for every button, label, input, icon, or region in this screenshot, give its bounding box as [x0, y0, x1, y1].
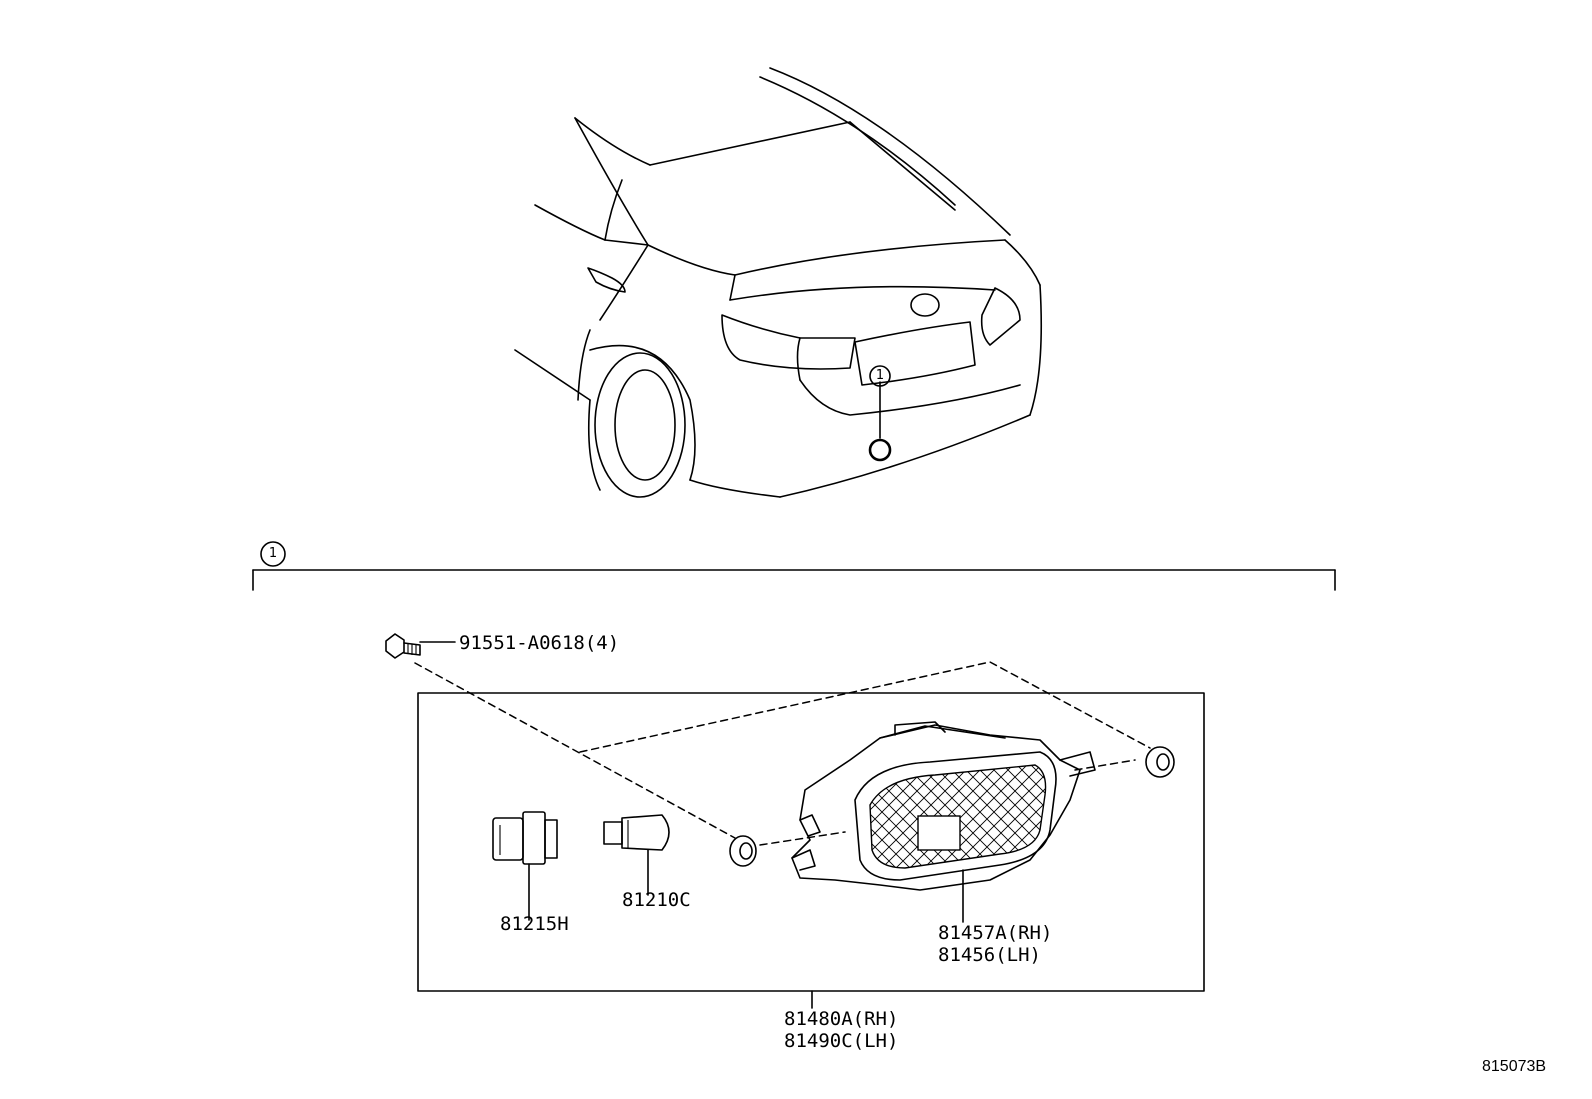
car-rear-view [514, 67, 1043, 498]
dashed-install-lines [414, 661, 1151, 846]
grommet-icon [729, 746, 1175, 867]
callout-number-1-car: 1 [875, 368, 885, 383]
part-label-bolt: 91551-A0618(4) [459, 632, 620, 654]
socket-icon [492, 811, 558, 921]
reflector-lamp-icon [791, 721, 1096, 923]
part-label-lens-rh: 81457A(RH) [938, 922, 1053, 944]
part-label-bulb: 81210C [622, 889, 691, 911]
bolt-icon [385, 633, 456, 659]
part-label-lens-lh: 81456(LH) [938, 944, 1041, 966]
part-label-assy-lh: 81490C(LH) [784, 1030, 899, 1052]
bulb-icon [603, 814, 670, 896]
assembly-box [417, 692, 1205, 992]
assembly-bracket [252, 541, 1336, 591]
part-label-assy-rh: 81480A(RH) [784, 1008, 899, 1030]
figure-reference: 815073B [1482, 1058, 1547, 1075]
part-label-socket: 81215H [500, 913, 569, 935]
callout-number-1-bracket: 1 [268, 546, 278, 561]
